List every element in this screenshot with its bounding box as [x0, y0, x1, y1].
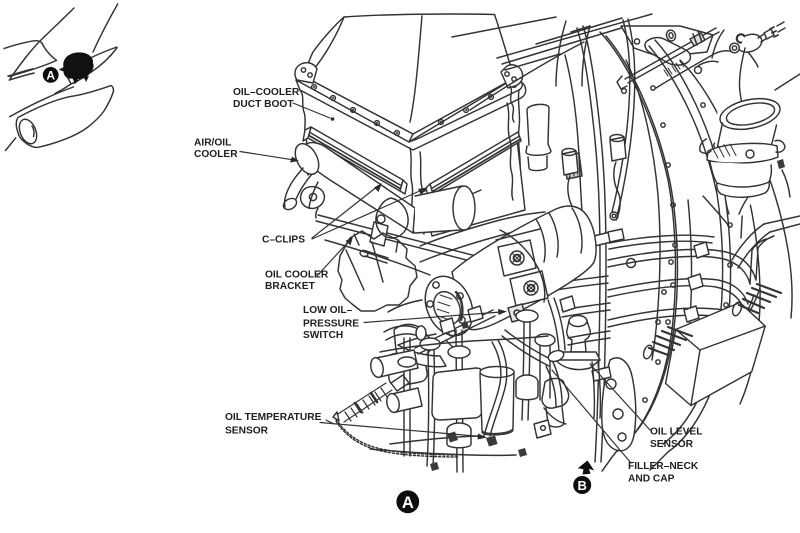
svg-text:AIR/OIL: AIR/OIL — [194, 138, 231, 149]
svg-text:SENSOR: SENSOR — [225, 426, 269, 437]
svg-text:FILLER–NECK: FILLER–NECK — [628, 461, 699, 472]
svg-text:C–CLIPS: C–CLIPS — [262, 235, 305, 246]
svg-text:SWITCH: SWITCH — [303, 330, 343, 341]
svg-text:OIL–COOLER: OIL–COOLER — [233, 87, 300, 98]
svg-text:A: A — [402, 494, 414, 512]
svg-text:OIL COOLER: OIL COOLER — [265, 270, 329, 281]
svg-text:B: B — [578, 478, 587, 493]
svg-text:OIL LEVEL: OIL LEVEL — [650, 427, 702, 438]
svg-text:COOLER: COOLER — [194, 149, 238, 160]
svg-text:BRACKET: BRACKET — [265, 281, 316, 292]
svg-text:DUCT BOOT: DUCT BOOT — [233, 99, 294, 110]
svg-text:SENSOR: SENSOR — [650, 439, 694, 450]
svg-text:A: A — [46, 68, 55, 82]
svg-text:OIL TEMPERATURE: OIL TEMPERATURE — [225, 412, 322, 423]
svg-text:LOW OIL–: LOW OIL– — [303, 305, 353, 316]
svg-text:PRESSURE: PRESSURE — [303, 319, 359, 330]
svg-text:AND CAP: AND CAP — [628, 473, 675, 484]
